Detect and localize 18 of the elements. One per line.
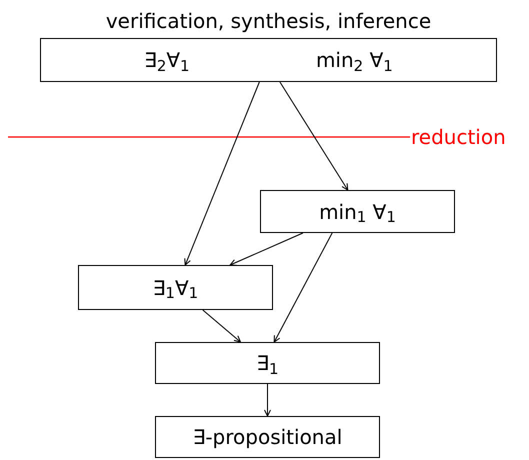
process-box: [155, 342, 380, 384]
formula-text: ∃-propositional: [192, 424, 342, 451]
formula-text: min$_{1}$ ∀$_{1}$: [319, 198, 396, 226]
heading: verification, synthesis, inference: [106, 8, 432, 35]
process-box: [155, 416, 380, 458]
formula-text: ∃$_{1}$: [256, 350, 279, 378]
formula-text: ∃$_{1}$∀$_{1}$: [152, 274, 198, 302]
arrow: [202, 310, 241, 342]
reduction-label: reduction: [411, 124, 506, 150]
process-box: [260, 190, 455, 233]
arrow: [274, 232, 333, 342]
arrow: [184, 82, 260, 266]
arrow: [279, 82, 348, 190]
arrow: [264, 384, 271, 416]
formula-text: ∃$_{2}$∀$_{1}$: [144, 47, 190, 75]
formula-text: min$_{2}$ ∀$_{1}$: [316, 47, 393, 75]
arrow: [230, 232, 304, 266]
process-box: [78, 265, 273, 310]
